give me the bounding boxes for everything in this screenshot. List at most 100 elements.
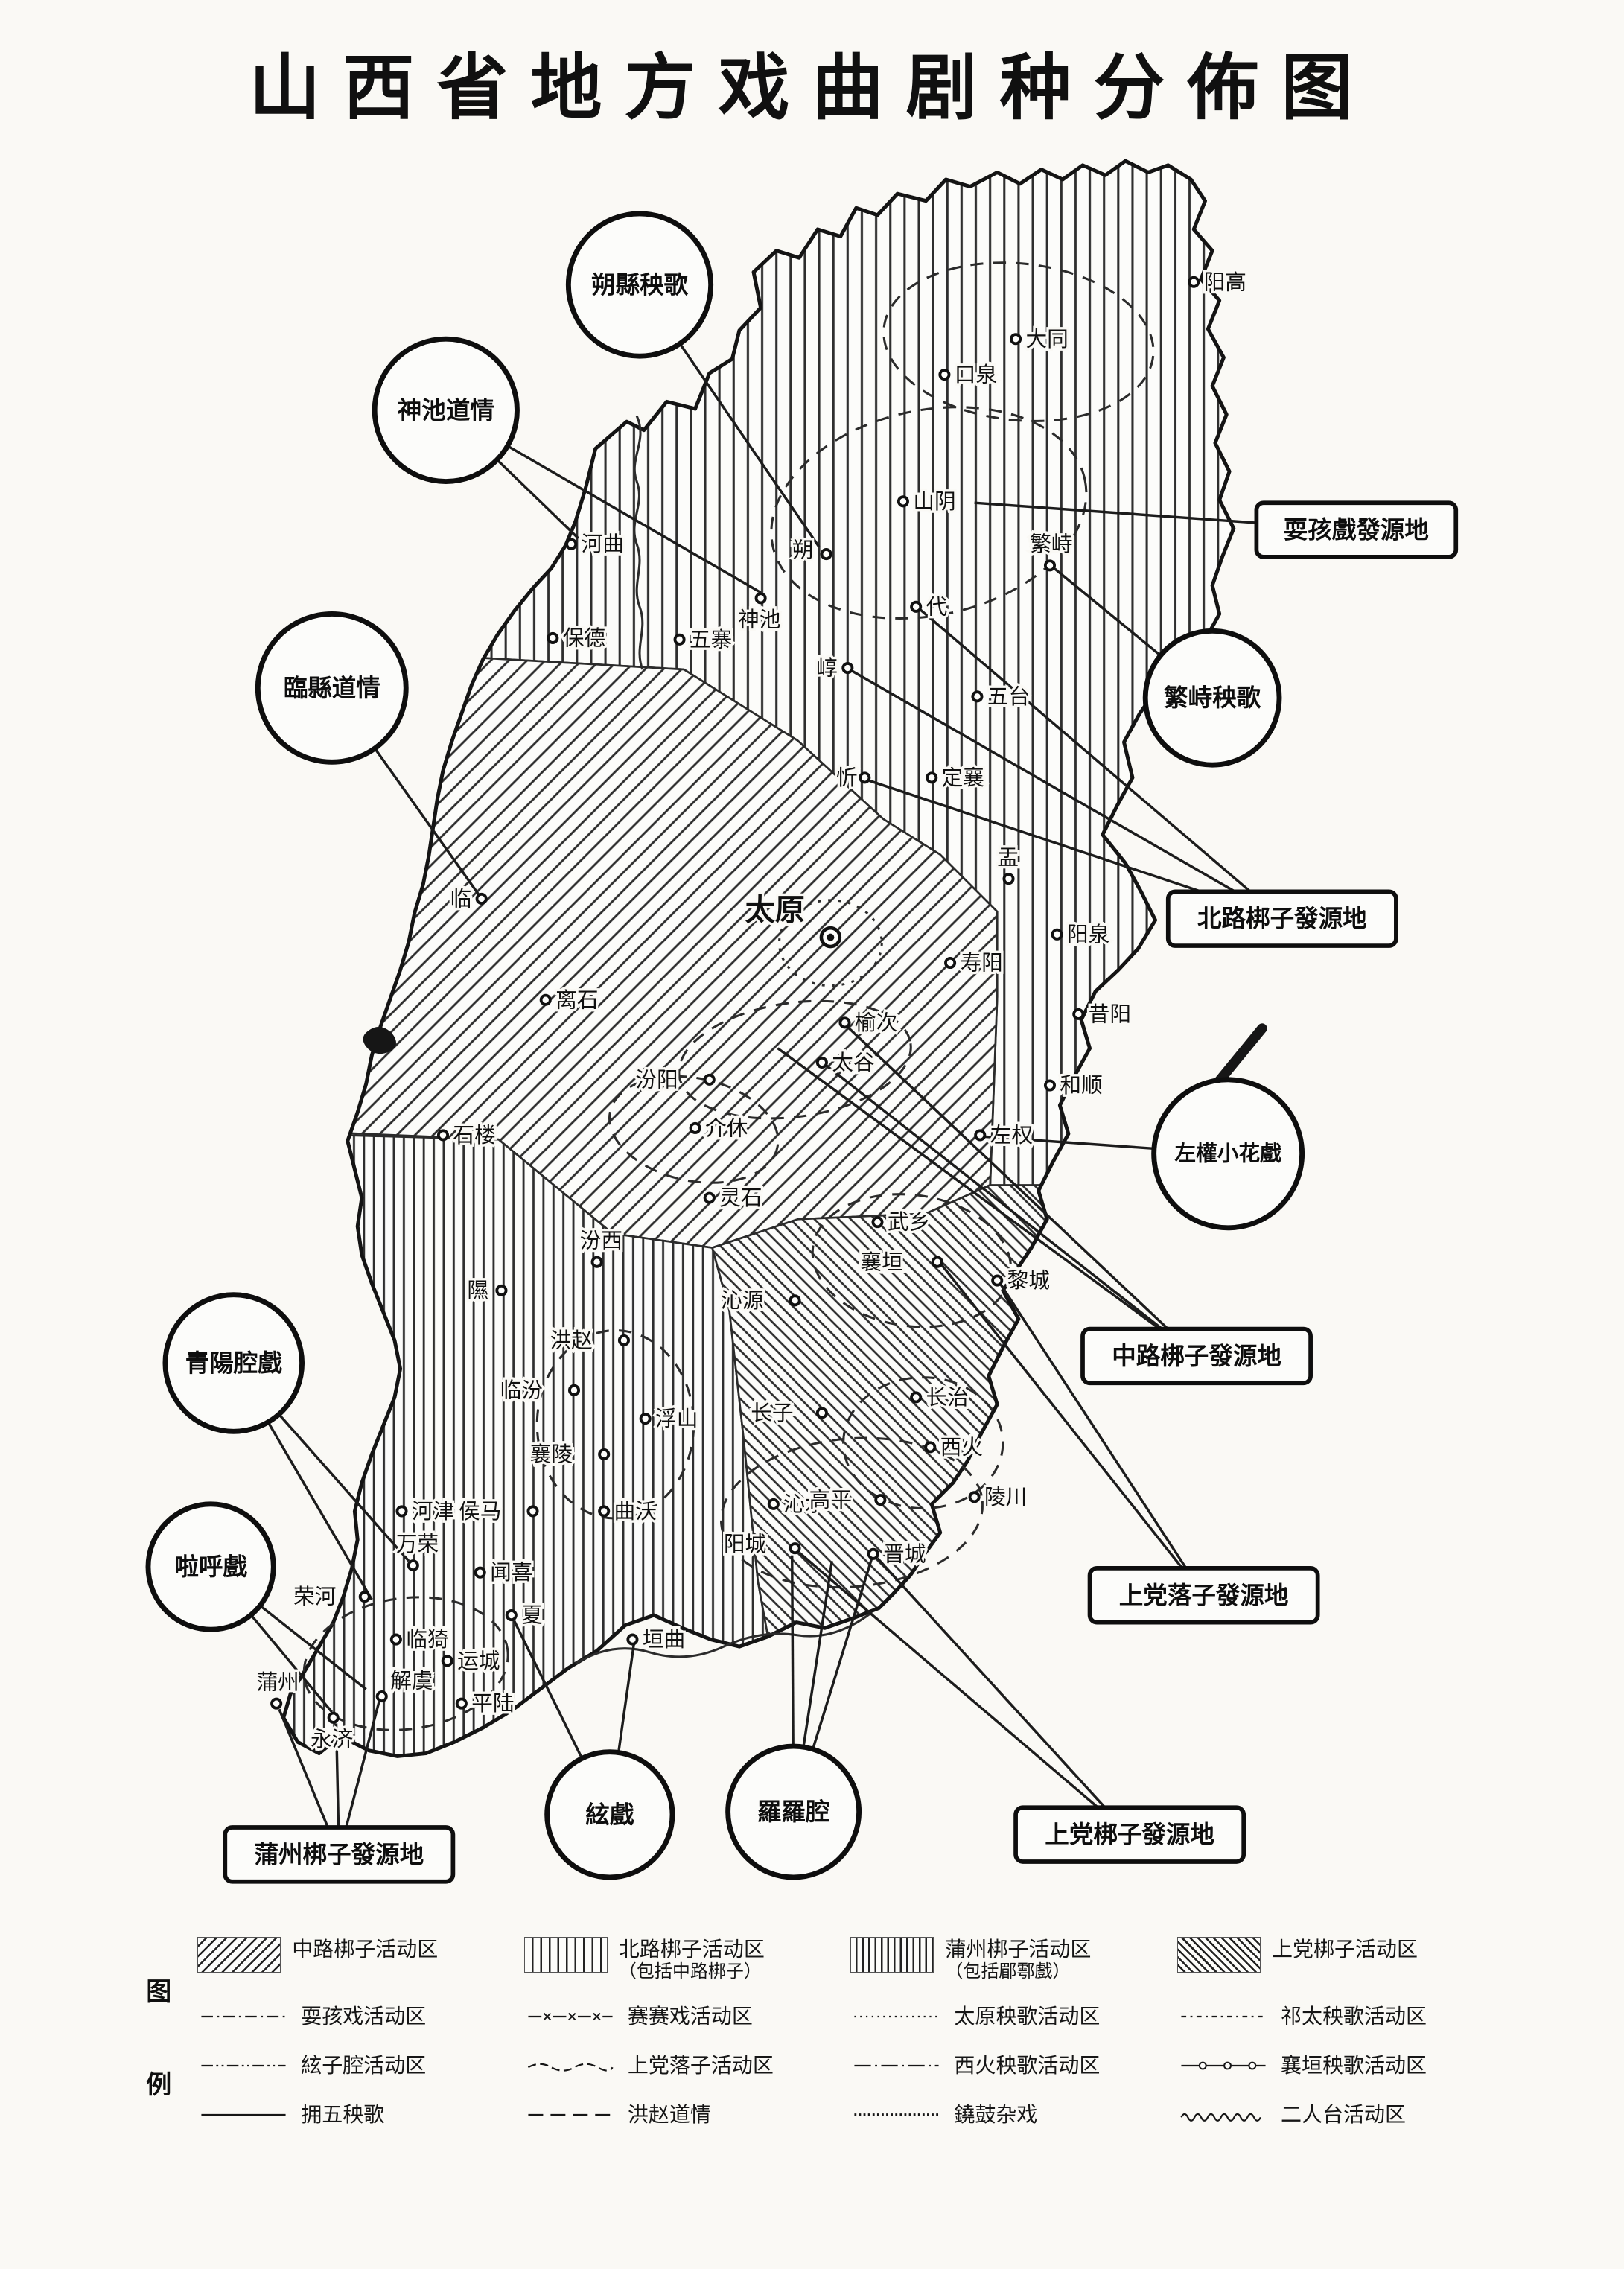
city-label: 阳城 bbox=[724, 1533, 766, 1556]
legend-line-sample-long-dash bbox=[528, 2113, 613, 2116]
legend-item-label: 二人台活动区 bbox=[1280, 2102, 1406, 2126]
legend-item-label: 鐃鼓杂戏 bbox=[954, 2102, 1038, 2126]
legend-line-item: 西火秧歌活动区 bbox=[851, 2051, 1168, 2081]
activity-area-boundary bbox=[302, 1596, 509, 1731]
city-label: 山阴 bbox=[913, 490, 955, 514]
city-label: 西火 bbox=[940, 1436, 983, 1460]
callout-label-xian-xi: 絃戲 bbox=[585, 1801, 634, 1828]
city-label: 五寨 bbox=[690, 628, 732, 652]
legend: 图例 中路梆子活动区北路梆子活动区（包括中路梆子）蒲州梆子活动区（包括郿鄠戲）上… bbox=[146, 1937, 1494, 2130]
city-marker bbox=[590, 1256, 603, 1268]
city-marker bbox=[626, 1633, 639, 1646]
city-label: 和顺 bbox=[1060, 1074, 1102, 1098]
city-label: 河曲 bbox=[582, 532, 624, 556]
city-label: 襄垣 bbox=[861, 1250, 903, 1274]
city-label: 沁水 bbox=[783, 1492, 826, 1516]
leader-line bbox=[999, 1282, 1206, 1597]
legend-heading: 图例 bbox=[146, 1938, 171, 2130]
legend-swatch-diag-back bbox=[1176, 1937, 1261, 1973]
city-marker bbox=[789, 1542, 801, 1555]
legend-label-wrap: 耍孩戏活动区 bbox=[301, 2005, 426, 2028]
city-label: 襄陵 bbox=[530, 1442, 573, 1466]
city-label: 侯马 bbox=[459, 1500, 501, 1524]
legend-line-sample-dash-dot-dash bbox=[1181, 2015, 1266, 2018]
callout-label-beilu-bangzi-origin: 北路梆子發源地 bbox=[1197, 906, 1367, 932]
legend-swatch-vert-dense bbox=[850, 1937, 934, 1973]
callout-label-shuahaixi-origin: 耍孩戲發源地 bbox=[1284, 517, 1429, 544]
city-label: 浮山 bbox=[655, 1407, 698, 1431]
province-regions bbox=[283, 161, 1234, 1757]
city-marker bbox=[971, 690, 984, 703]
city-label: 永济 bbox=[311, 1728, 353, 1751]
legend-area-item: 蒲州梆子活动区（包括郿鄠戲） bbox=[850, 1937, 1168, 1982]
callout-label-puzhou-bangzi-origin: 蒲州梆子發源地 bbox=[255, 1841, 424, 1868]
legend-line-item: 襄垣秧歌活动区 bbox=[1178, 2051, 1494, 2081]
callout-box-shangdang-luozi-origin bbox=[1087, 1566, 1320, 1625]
city-marker bbox=[841, 662, 854, 675]
city-marker bbox=[436, 1129, 450, 1142]
city-label: 运城 bbox=[457, 1649, 500, 1673]
city-marker bbox=[871, 1216, 884, 1229]
city-label: 石楼 bbox=[453, 1124, 495, 1148]
city-label: 阳泉 bbox=[1067, 923, 1109, 946]
activity-area-boundaries bbox=[302, 261, 1155, 1731]
city-marker bbox=[767, 1498, 780, 1510]
city-marker bbox=[441, 1655, 453, 1667]
callout-label-shangdang-bangzi-origin: 上党梆子發源地 bbox=[1045, 1821, 1214, 1848]
city-label: 隰 bbox=[468, 1279, 489, 1303]
city-marker bbox=[910, 600, 923, 613]
callout-box-shuahaixi-origin bbox=[1254, 500, 1459, 559]
city-marker bbox=[567, 1384, 581, 1396]
leader-line bbox=[876, 1557, 1131, 1836]
city-marker bbox=[673, 633, 686, 646]
legend-line-sample-wave-dash bbox=[527, 2063, 614, 2072]
city-marker bbox=[910, 1391, 923, 1404]
legend-line-item: 二人台活动区 bbox=[1178, 2100, 1494, 2130]
legend-item-label: 太原秧歌活动区 bbox=[954, 2004, 1101, 2028]
city-label: 临汾 bbox=[500, 1378, 543, 1402]
legend-line-sample-dash-dot-dot bbox=[201, 2064, 286, 2067]
city-label: 荣河 bbox=[293, 1585, 336, 1609]
legend-line-sample-dash-x bbox=[528, 2012, 613, 2021]
city-marker bbox=[395, 1505, 408, 1518]
city-marker bbox=[815, 1056, 828, 1069]
legend-line-item: 絃子腔活动区 bbox=[198, 2051, 515, 2081]
legend-label-wrap: 洪赵道情 bbox=[628, 2103, 711, 2127]
city-marker bbox=[897, 495, 909, 508]
city-marker bbox=[703, 1073, 716, 1086]
activity-area-boundary bbox=[842, 1376, 1004, 1510]
city-marker bbox=[1010, 333, 1022, 346]
legend-grid: 中路梆子活动区北路梆子活动区（包括中路梆子）蒲州梆子活动区（包括郿鄠戲）上党梆子… bbox=[197, 1937, 1494, 2130]
city-marker bbox=[867, 1547, 879, 1560]
city-marker bbox=[859, 771, 871, 784]
legend-line-item: 祁太秧歌活动区 bbox=[1178, 2002, 1494, 2031]
city-marker bbox=[938, 369, 951, 381]
city-label: 榆次 bbox=[855, 1011, 897, 1035]
city-marker bbox=[358, 1591, 371, 1603]
city-marker bbox=[1188, 276, 1200, 288]
legend-line-sample-circle-line bbox=[1181, 2061, 1266, 2070]
city-marker bbox=[991, 1274, 1004, 1287]
legend-item-sublabel: （包括郿鄠戲） bbox=[945, 1961, 1071, 1982]
leader-line bbox=[777, 1047, 1198, 1358]
city-markers: 阳高大同口泉山阴繁峙河曲朔神池保德五寨代崞五台忻定襄临盂太原寿阳阳泉昔阳离石榆次… bbox=[254, 268, 1249, 1754]
callout-bubble-linxian-daoqing bbox=[255, 611, 409, 765]
city-label: 临猗 bbox=[406, 1628, 448, 1652]
city-marker bbox=[639, 1413, 652, 1425]
city-label: 长治 bbox=[926, 1386, 969, 1410]
legend-area-item: 北路梆子活动区（包括中路梆子） bbox=[523, 1937, 841, 1982]
city-marker bbox=[474, 1566, 486, 1579]
legend-label-wrap: 蒲州梆子活动区（包括郿鄠戲） bbox=[945, 1938, 1091, 1982]
city-label: 盂 bbox=[997, 846, 1019, 870]
callout-label-zhonglu-bangzi-origin: 中路梆子發源地 bbox=[1112, 1343, 1281, 1369]
city-marker bbox=[505, 1609, 518, 1622]
callout-box-zhonglu-bangzi-origin bbox=[1080, 1326, 1313, 1386]
capital-label: 太原 bbox=[745, 894, 805, 927]
city-label: 垣曲 bbox=[643, 1628, 685, 1652]
legend-swatch-vert bbox=[523, 1937, 608, 1973]
city-marker bbox=[407, 1559, 419, 1572]
city-marker bbox=[539, 993, 552, 1006]
legend-item-label: 西火秧歌活动区 bbox=[954, 2053, 1101, 2077]
legend-heading-char: 图 bbox=[146, 1977, 172, 2006]
